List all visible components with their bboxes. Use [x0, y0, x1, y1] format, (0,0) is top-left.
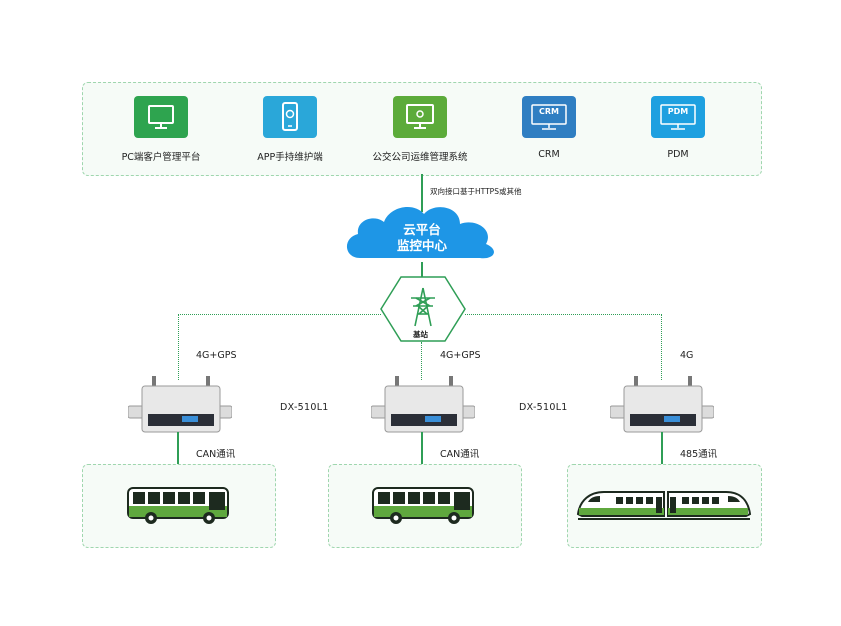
device-model-1: DX-510L1 [280, 402, 329, 413]
train-icon [576, 491, 752, 520]
link-panel-cloud [421, 174, 423, 212]
pdm-icon: PDM [651, 96, 705, 138]
gateway-device-icon [610, 376, 714, 433]
link-device-vehicle-3 [661, 432, 663, 464]
dist-drop-left [178, 314, 179, 380]
network-label-2: 4G+GPS [440, 350, 481, 361]
pdm-badge: PDM [667, 107, 689, 116]
link-cloud-station [421, 262, 423, 280]
dist-line-right [465, 314, 662, 315]
dist-drop-center [421, 342, 422, 380]
monitor-icon [134, 96, 188, 138]
system-label-app: APP手持维护端 [257, 152, 323, 163]
device-model-2: DX-510L1 [519, 402, 568, 413]
bus-icon [127, 487, 229, 524]
cloud-title: 云平台 [403, 222, 441, 237]
network-label-3: 4G [680, 350, 694, 361]
phone-icon [263, 96, 317, 138]
system-label-ops: 公交公司运维管理系统 [372, 152, 468, 163]
network-label-1: 4G+GPS [196, 350, 237, 361]
cloud-subtitle: 监控中心 [396, 238, 447, 253]
system-label-crm: CRM [538, 149, 560, 160]
link-device-vehicle-1 [177, 432, 179, 464]
system-label-pdm: PDM [667, 149, 689, 160]
comm-label-3: 485通讯 [680, 449, 718, 460]
system-label-pc: PC端客户管理平台 [121, 152, 201, 163]
crm-badge: CRM [539, 107, 559, 116]
comm-label-2: CAN通讯 [440, 449, 480, 460]
link-device-vehicle-2 [421, 432, 423, 464]
interface-note: 双向接口基于HTTPS或其他 [430, 187, 522, 196]
base-station-icon [380, 276, 466, 342]
cloud-icon [346, 207, 494, 259]
bus-icon [372, 487, 474, 524]
dist-drop-right [661, 314, 662, 380]
gateway-device-icon [128, 376, 232, 433]
monitor-gear-icon [393, 96, 447, 138]
crm-icon: CRM [522, 96, 576, 138]
dist-line-left [178, 314, 381, 315]
gateway-device-icon [371, 376, 475, 433]
comm-label-1: CAN通讯 [196, 449, 236, 460]
base-station-label: 基站 [413, 330, 428, 339]
